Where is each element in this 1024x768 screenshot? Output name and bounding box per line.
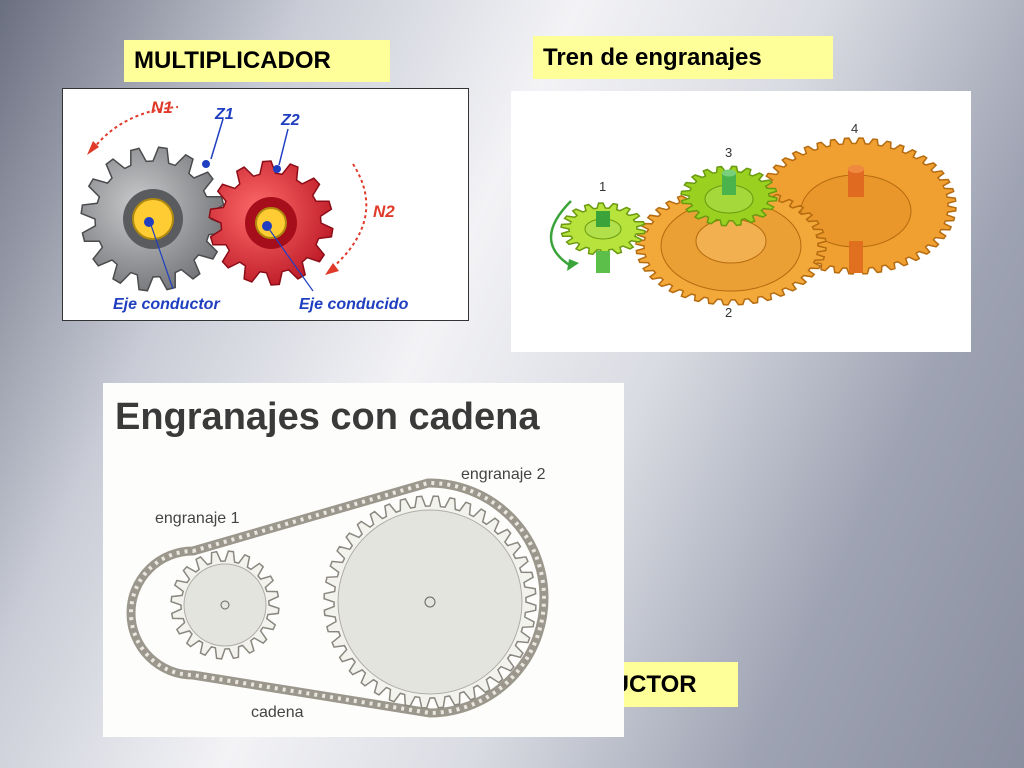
z2-label: Z2: [280, 112, 300, 129]
gear-3-number: 3: [725, 145, 732, 160]
sprocket-2-center: [424, 596, 436, 608]
gear-1-number: 1: [599, 179, 606, 194]
gear-4-shaft-top: [848, 165, 864, 173]
gear-4-shaft-bottom: [849, 241, 863, 273]
cadena-label: cadena: [251, 704, 304, 721]
z1-dot: [202, 160, 210, 168]
n1-label: N1: [151, 98, 173, 117]
sprocket-2-disc: [337, 509, 523, 695]
n2-arrowhead: [325, 263, 339, 275]
tren-label: Tren de engranajes: [533, 36, 833, 79]
cadena-diagram: Engranajes con cadena engranaje 1 engran…: [103, 383, 624, 737]
sprocket-1-disc: [183, 563, 267, 647]
gear-3-shaft: [722, 173, 736, 195]
driven-center-dot: [262, 221, 272, 231]
rotation-arrowhead: [567, 259, 579, 271]
tren-svg: 1 2 3 4: [549, 121, 957, 320]
n2-arrow: [330, 163, 368, 270]
z1-label: Z1: [214, 106, 234, 123]
engranaje-1-label: engranaje 1: [155, 510, 240, 527]
gear-2-hub: [695, 218, 767, 264]
n1-arrow: [92, 106, 179, 150]
gear-1-shaft-bottom: [596, 251, 610, 273]
n2-label: N2: [373, 202, 395, 221]
cadena-svg: Engranajes con cadena engranaje 1 engran…: [115, 396, 549, 721]
eje-conducido-label: Eje conducido: [299, 296, 409, 313]
z2-dot: [273, 165, 281, 173]
rotation-arrow: [549, 200, 572, 268]
n1-arrowhead: [87, 141, 99, 155]
multiplicador-label: MULTIPLICADOR: [124, 40, 390, 82]
driver-center-dot: [144, 217, 154, 227]
eje-conductor-label: Eje conductor: [113, 296, 220, 313]
conductor-leader: [150, 224, 174, 290]
gear-2-number: 2: [725, 305, 732, 320]
sprocket-1-center: [220, 600, 230, 610]
gear-3-shaft-top: [722, 169, 736, 177]
tren-diagram: 1 2 3 4: [511, 91, 971, 352]
conducido-leader: [268, 228, 314, 292]
chain: [126, 478, 549, 718]
cadena-title: Engranajes con cadena: [115, 396, 540, 438]
multiplicador-diagram: N1 N2 Z1 Z2 Eje conductor Eje conducido: [62, 88, 469, 321]
engranaje-2-label: engranaje 2: [461, 466, 546, 483]
multiplicador-svg: N1 N2 Z1 Z2 Eje conductor Eje conducido: [80, 98, 409, 313]
z2-leader: [278, 128, 289, 166]
gear-4-number: 4: [851, 121, 858, 136]
z1-leader: [210, 118, 224, 160]
gear-1-shaft: [596, 211, 610, 227]
gear-4-shaft: [848, 169, 864, 197]
